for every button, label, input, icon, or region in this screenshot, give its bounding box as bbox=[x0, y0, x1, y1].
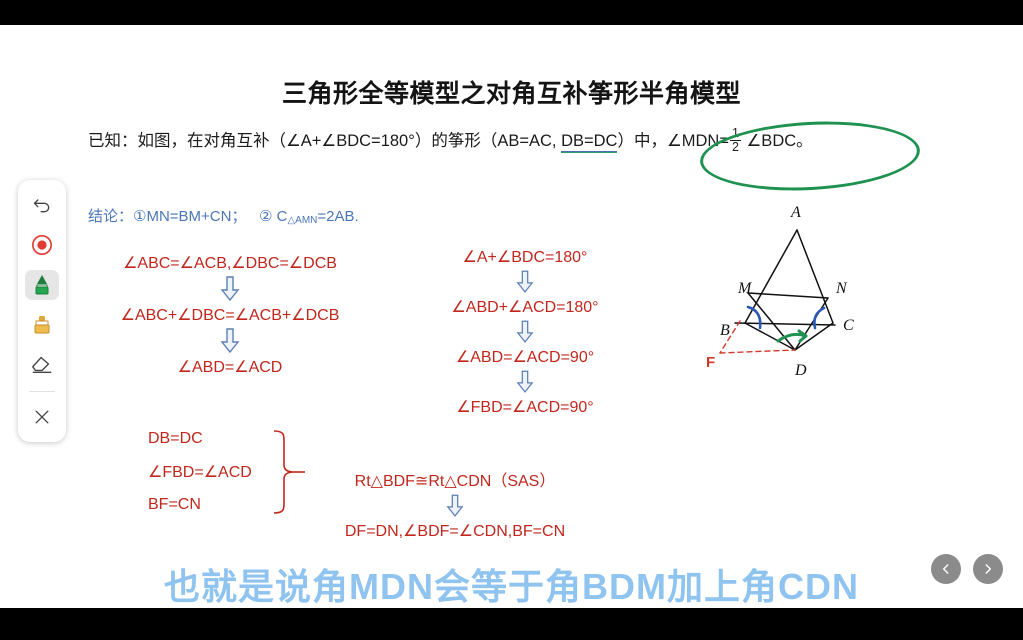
geometry-figure: A M N B C D F bbox=[700, 195, 885, 395]
toolbar-divider bbox=[29, 391, 55, 393]
proof-middle-line-1: ∠A+∠BDC=180° bbox=[462, 249, 588, 266]
given-suffix: ∠BDC。 bbox=[746, 131, 813, 150]
prev-slide-button[interactable] bbox=[931, 554, 961, 584]
figure-label-N: N bbox=[835, 280, 848, 297]
proof-middle-line-4: ∠FBD=∠ACD=90° bbox=[456, 399, 594, 416]
figure-label-C: C bbox=[843, 317, 854, 334]
pen-icon bbox=[35, 274, 49, 295]
down-arrow-icon bbox=[405, 370, 645, 394]
given-underlined-db-dc: DB=DC bbox=[561, 131, 618, 150]
conclusion-item-2-subscript: △AMN bbox=[287, 215, 318, 226]
conclusion-item-2-prefix: ② C bbox=[259, 208, 288, 225]
chevron-right-icon bbox=[985, 564, 992, 574]
drawing-toolbar[interactable] bbox=[18, 180, 66, 442]
down-arrow-icon bbox=[80, 328, 380, 354]
proof-left-column: ∠ABC=∠ACB,∠DBC=∠DCB ∠ABC+∠DBC=∠ACB+∠DCB … bbox=[80, 253, 380, 377]
brace-item-3: BF=CN bbox=[148, 496, 201, 513]
fraction-denominator: 2 bbox=[731, 140, 739, 155]
close-button[interactable] bbox=[25, 402, 59, 432]
highlighter-icon bbox=[34, 315, 50, 333]
congruence-statement: Rt△BDF≅Rt△CDN（SAS） bbox=[354, 473, 556, 490]
given-middle: ）中，∠MDN= bbox=[617, 131, 729, 150]
video-subtitle: 也就是说角MDN会等于角BDM加上角CDN bbox=[0, 558, 1023, 608]
conclusion-item-1: ①MN=BM+CN； bbox=[133, 208, 247, 225]
undo-button[interactable] bbox=[25, 190, 59, 220]
fraction-numerator: 1 bbox=[729, 126, 741, 142]
letterbox-bottom bbox=[0, 608, 1023, 640]
undo-icon bbox=[33, 199, 50, 213]
proof-middle-line-2: ∠ABD+∠ACD=180° bbox=[451, 299, 599, 316]
letterbox-top bbox=[0, 0, 1023, 25]
conclusion-label: 结论： bbox=[88, 208, 134, 225]
conclusion-item-2-suffix: =2AB. bbox=[317, 208, 359, 225]
record-button[interactable] bbox=[25, 230, 59, 260]
eraser-button[interactable] bbox=[25, 349, 59, 379]
down-arrow-icon bbox=[80, 276, 380, 302]
slide-canvas: 三角形全等模型之对角互补筝形半角模型 已知：如图，在对角互补（∠A+∠BDC=1… bbox=[0, 25, 1023, 608]
figure-label-A: A bbox=[790, 204, 801, 221]
subtitle-text: 也就是说角MDN会等于角BDM加上角CDN bbox=[162, 564, 860, 608]
next-slide-button[interactable] bbox=[973, 554, 1003, 584]
proof-congruence-block: Rt△BDF≅Rt△CDN（SAS） DF=DN,∠BDF=∠CDN,BF=CN bbox=[310, 467, 600, 541]
brace-item-1: DB=DC bbox=[148, 430, 203, 447]
figure-label-M: M bbox=[737, 280, 753, 297]
record-icon bbox=[32, 234, 52, 255]
proof-brace-items: DB=DC ∠FBD=∠ACD BF=CN bbox=[148, 430, 252, 528]
given-prefix: 已知：如图，在对角互补（∠A+∠BDC=180°）的筝形（AB=AC, bbox=[88, 131, 562, 150]
congruence-result: DF=DN,∠BDF=∠CDN,BF=CN bbox=[344, 523, 566, 540]
proof-left-line-2: ∠ABC+∠DBC=∠ACB+∠DCB bbox=[120, 307, 340, 324]
brace-item-2: ∠FBD=∠ACD bbox=[148, 464, 252, 481]
figure-label-F: F bbox=[706, 354, 715, 371]
slide-navigation[interactable] bbox=[931, 554, 1003, 584]
figure-label-B: B bbox=[720, 322, 730, 339]
down-arrow-icon bbox=[405, 320, 645, 344]
red-curly-brace bbox=[272, 429, 306, 515]
given-statement: 已知：如图，在对角互补（∠A+∠BDC=180°）的筝形（AB=AC, DB=D… bbox=[88, 126, 918, 155]
eraser-icon bbox=[32, 357, 52, 374]
page-title: 三角形全等模型之对角互补筝形半角模型 bbox=[281, 80, 741, 108]
figure-label-D: D bbox=[794, 362, 807, 379]
chevron-left-icon bbox=[942, 564, 949, 574]
proof-left-line-3: ∠ABD=∠ACD bbox=[177, 359, 283, 376]
proof-middle-column: ∠A+∠BDC=180° ∠ABD+∠ACD=180° ∠ABD=∠ACD=90… bbox=[405, 247, 645, 417]
close-icon bbox=[35, 410, 49, 424]
down-arrow-icon bbox=[310, 494, 600, 518]
down-arrow-icon bbox=[405, 270, 645, 294]
pen-button[interactable] bbox=[25, 269, 59, 300]
proof-left-line-1: ∠ABC=∠ACB,∠DBC=∠DCB bbox=[123, 255, 337, 272]
highlighter-button[interactable] bbox=[25, 310, 59, 340]
conclusion-line: 结论：①MN=BM+CN； ② C△AMN=2AB. bbox=[88, 205, 359, 226]
proof-middle-line-3: ∠ABD=∠ACD=90° bbox=[455, 349, 595, 366]
